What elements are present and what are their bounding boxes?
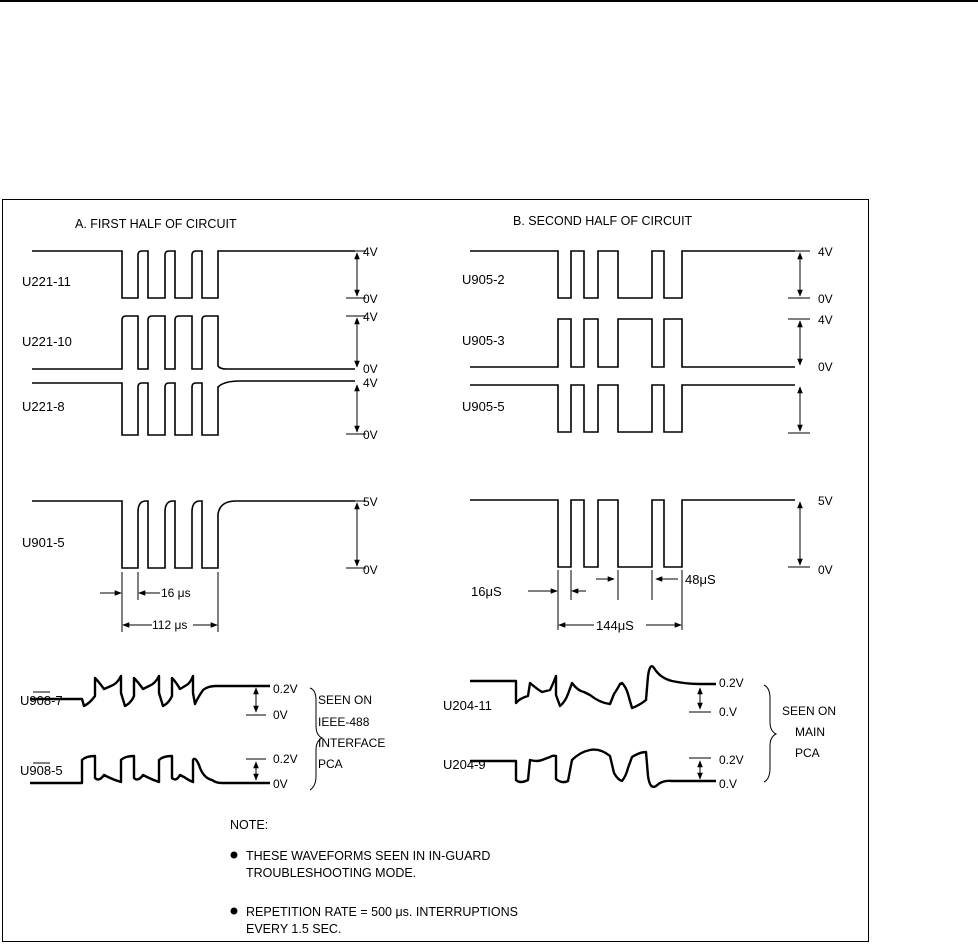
level-0v-u908-5: 0V: [273, 777, 288, 791]
waveform-u221-10: [32, 315, 355, 370]
level-0v-u901-5: 0V: [363, 563, 378, 577]
bracket-a: [309, 687, 324, 791]
level-0v-u908-7: 0V: [273, 708, 288, 722]
bracket-b-line1: SEEN ON: [782, 704, 836, 718]
level-0dot-u204-9: 0.V: [719, 777, 737, 791]
level-4v-u905-3: 4V: [818, 313, 833, 327]
timing-a-pulse: 16 μs: [161, 586, 191, 600]
level-02v-u908-7: 0.2V: [273, 682, 298, 696]
level-5v-b: 5V: [818, 494, 833, 508]
timing-b-pulse: 16μS: [471, 584, 502, 599]
signal-label-u221-10: U221-10: [22, 334, 72, 349]
level-0v-u221-11: 0V: [363, 292, 378, 306]
bracket-b-line2: MAIN: [795, 725, 825, 739]
waveform-u901-5: [32, 500, 355, 569]
waveform-u908-5: [30, 754, 270, 785]
waveform-u905-5: [470, 384, 795, 433]
signal-label-u221-8: U221-8: [22, 399, 65, 414]
waveform-u221-11: [32, 250, 355, 299]
signal-label-u204-11: U204-11: [443, 698, 492, 713]
level-5v-u901-5: 5V: [363, 495, 378, 509]
signal-label-u905-5: U905-5: [462, 399, 505, 414]
level-0v-u221-10: 0V: [363, 362, 378, 376]
level-0v-u905-2: 0V: [818, 292, 833, 306]
level-0v-b: 0V: [818, 563, 833, 577]
signal-label-u905-2: U905-2: [462, 272, 505, 287]
level-02v-u204-11: 0.2V: [719, 676, 744, 690]
bracket-a-line3: INTERFACE: [318, 736, 385, 750]
level-4v-u221-8: 4V: [363, 376, 378, 390]
bracket-a-line1: SEEN ON: [318, 693, 372, 707]
level-4v-u221-11: 4V: [363, 245, 378, 259]
level-02v-u204-9: 0.2V: [719, 753, 744, 767]
level-02v-u908-5: 0.2V: [273, 752, 298, 766]
waveform-u204-11: [470, 665, 716, 710]
note-heading: NOTE:: [230, 818, 268, 832]
level-4v-u905-2: 4V: [818, 245, 833, 259]
signal-label-u204-9: U204-9: [443, 757, 486, 772]
bracket-b-line3: PCA: [795, 746, 820, 760]
bracket-a-line4: PCA: [318, 757, 343, 771]
timing-a-total: 112 μs: [152, 618, 187, 632]
bracket-b: [763, 684, 778, 783]
level-4v-u221-10: 4V: [363, 310, 378, 324]
note-item2-line1: REPETITION RATE = 500 μs. INTERRUPTIONS: [246, 905, 518, 919]
note-bullet-2: [230, 907, 238, 915]
section-a-title: A. FIRST HALF OF CIRCUIT: [75, 217, 237, 231]
waveform-u905-2: [470, 250, 795, 299]
signal-label-u908-7: U908-7: [20, 693, 63, 708]
level-0v-u221-8: 0V: [363, 428, 378, 442]
note-item1-line1: THESE WAVEFORMS SEEN IN IN-GUARD: [246, 849, 490, 863]
note-item1-line2: TROUBLESHOOTING MODE.: [246, 866, 416, 880]
section-b-title: B. SECOND HALF OF CIRCUIT: [513, 214, 693, 228]
signal-label-u908-5: U908-5: [20, 763, 63, 778]
note-bullet-1: [230, 851, 238, 859]
figure-frame: [2, 199, 869, 942]
timing-b-total: 144μS: [596, 618, 634, 633]
waveform-b-reference: [470, 499, 795, 568]
note-item2-line2: EVERY 1.5 SEC.: [246, 922, 341, 936]
waveform-u221-8: [32, 380, 355, 436]
signal-label-u905-3: U905-3: [462, 333, 505, 348]
waveform-u905-3: [470, 318, 795, 368]
signal-label-u221-11: U221-11: [22, 274, 71, 289]
timing-b-gap: 48μS: [685, 572, 716, 587]
waveform-u908-7: [30, 674, 270, 708]
bracket-a-line2: IEEE-488: [318, 715, 370, 729]
page-top-rule: [0, 0, 978, 2]
signal-label-u901-5: U901-5: [22, 535, 65, 550]
level-0v-u905-3: 0V: [818, 360, 833, 374]
level-0dot-u204-11: 0.V: [719, 705, 737, 719]
waveform-u204-9: [470, 748, 716, 789]
